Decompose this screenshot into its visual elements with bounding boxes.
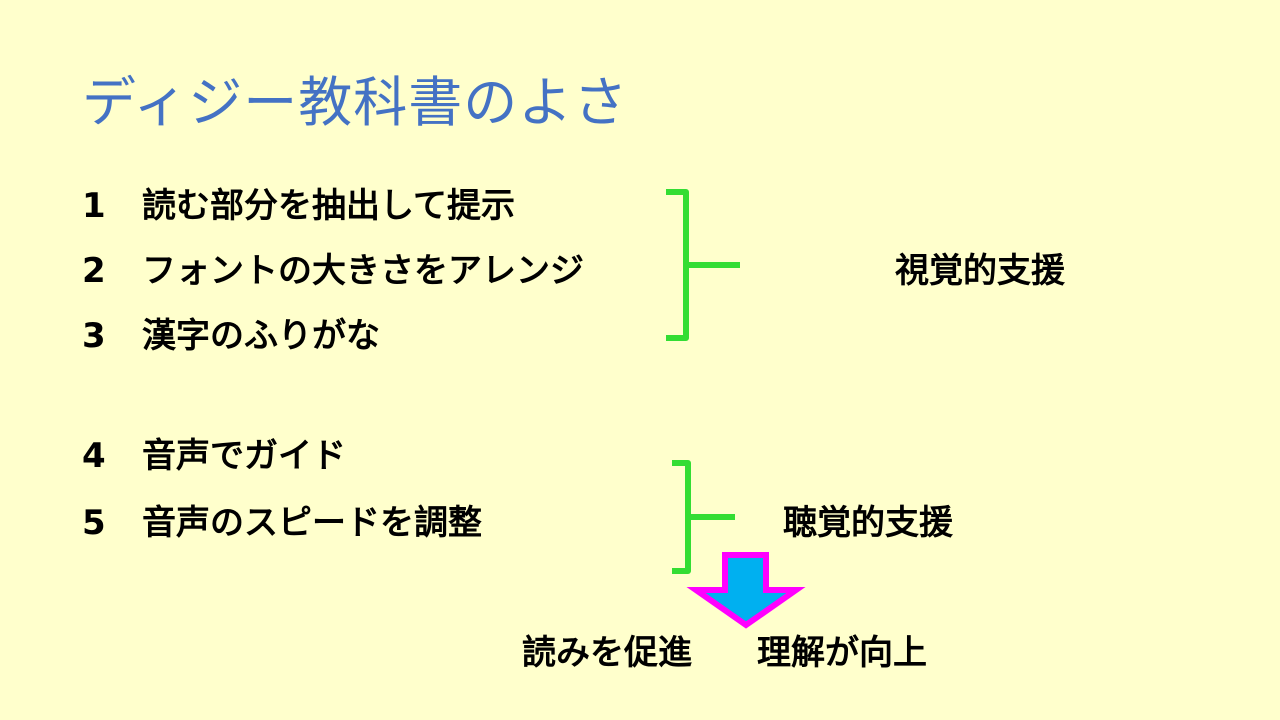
visual-support-label: 視覚的支援 <box>895 251 1065 291</box>
item-number: 1 <box>82 186 106 226</box>
item-text: フォントの大きさをアレンジ <box>142 251 584 291</box>
list-item: 5 音声のスピードを調整 <box>82 495 482 544</box>
list-item: 3 漢字のふりがな <box>82 308 380 357</box>
slide-title: ディジー教科書のよさ <box>82 71 629 134</box>
item-number: 4 <box>82 436 106 476</box>
list-item: 1 読む部分を抽出して提示 <box>82 178 515 227</box>
item-text: 漢字のふりがな <box>142 316 380 356</box>
auditory-support-label: 聴覚的支援 <box>783 503 953 543</box>
list-item: 4 音声でガイド <box>82 428 346 477</box>
list-item: 2 フォントの大きさをアレンジ <box>82 243 584 292</box>
item-text: 音声のスピードを調整 <box>142 503 482 543</box>
result-reading-label: 読みを促進 <box>522 633 692 673</box>
visual-bracket <box>666 189 740 341</box>
item-text: 音声でガイド <box>142 436 346 476</box>
item-number: 2 <box>82 251 106 291</box>
auditory-bracket <box>672 460 735 574</box>
down-arrow-icon <box>686 552 806 629</box>
item-text: 読む部分を抽出して提示 <box>142 186 515 226</box>
result-understanding-label: 理解が向上 <box>757 633 927 673</box>
item-number: 5 <box>82 503 106 543</box>
item-number: 3 <box>82 316 106 356</box>
